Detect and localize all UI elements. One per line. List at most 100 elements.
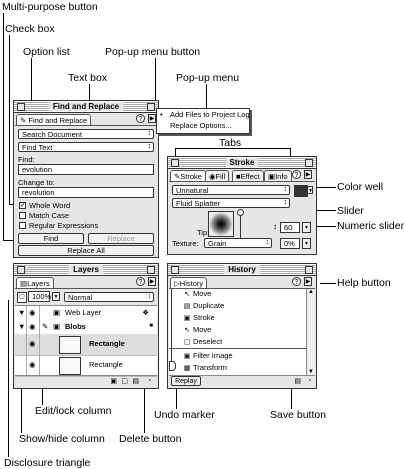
- change-input[interactable]: revolution: [18, 187, 154, 198]
- close-box-icon[interactable]: [171, 159, 179, 167]
- add-mask-icon[interactable]: ▢: [121, 378, 128, 385]
- zoom-box-icon[interactable]: [147, 103, 155, 111]
- history-scrollbar[interactable]: ▲ ▼: [306, 289, 315, 375]
- replay-button[interactable]: Replay: [171, 376, 201, 386]
- numeric-slider-arrow[interactable]: ▼: [302, 222, 311, 233]
- texture-percent-arrow[interactable]: ▼: [302, 238, 311, 249]
- tab-fill[interactable]: ◉Fill: [205, 170, 230, 181]
- scroll-down-icon[interactable]: ▼: [308, 369, 314, 375]
- menu-item-replace-options[interactable]: Replace Options...: [170, 121, 232, 130]
- scroll-up-icon[interactable]: ▲: [308, 289, 314, 295]
- leader-line: [9, 35, 10, 205]
- leader-line: [298, 226, 336, 227]
- eye-icon[interactable]: ◉: [29, 308, 36, 317]
- opacity-input[interactable]: 100%: [28, 291, 51, 302]
- texture-select[interactable]: Grain: [204, 238, 272, 248]
- list-item[interactable]: ◉ Rectangle: [15, 355, 157, 377]
- opacity-arrow[interactable]: ▼: [52, 292, 60, 301]
- list-item[interactable]: ▼ ◉ ✎ ▣ Blobs ■: [15, 320, 157, 335]
- history-step: Move: [193, 325, 212, 334]
- eye-icon[interactable]: ◉: [29, 360, 36, 369]
- menu-item-add-files[interactable]: Add Files to Project Log: [170, 110, 250, 119]
- tab-layers[interactable]: ▤Layers: [16, 277, 54, 288]
- stroke-titlebar[interactable]: Stroke: [168, 157, 316, 169]
- help-button[interactable]: ?: [136, 277, 145, 286]
- layer-thumbnail: [59, 357, 81, 375]
- stroke-type-select[interactable]: Fluid Splatter: [172, 198, 290, 208]
- undo-marker-handle[interactable]: [169, 361, 176, 371]
- list-item[interactable]: ▼ ◉ ▣ Web Layer ❖: [15, 306, 157, 321]
- find-type-select[interactable]: Find Text: [18, 142, 154, 152]
- list-item[interactable]: ▤Duplicate: [181, 301, 225, 311]
- eye-icon[interactable]: ◉: [29, 339, 36, 348]
- popup-menu-button[interactable]: ▶: [148, 277, 156, 286]
- popup-menu-button[interactable]: ▶: [304, 170, 312, 179]
- list-item[interactable]: ▢Deselect: [181, 337, 223, 347]
- disclosure-triangle-icon[interactable]: ▼: [18, 322, 26, 331]
- stroke-category-select[interactable]: Unnatural: [172, 185, 290, 195]
- find-button[interactable]: Find: [18, 233, 84, 244]
- popup-menu-button[interactable]: ▶: [304, 277, 312, 286]
- trash-icon[interactable]: ▫: [148, 377, 151, 384]
- find-replace-titlebar[interactable]: Find and Replace: [14, 101, 158, 113]
- annotation-multi-purpose-button: Multi-purpose button: [2, 1, 98, 13]
- tab-effect[interactable]: ■Effect: [232, 170, 264, 181]
- list-item[interactable]: ↖Move: [181, 325, 211, 335]
- texture-percent-input[interactable]: 0%: [280, 238, 300, 249]
- zoom-box-icon[interactable]: [147, 266, 155, 274]
- close-box-icon[interactable]: [17, 103, 25, 111]
- popup-menu-bullet: •: [160, 110, 163, 119]
- close-box-icon[interactable]: [17, 266, 25, 274]
- tip-slider-handle[interactable]: [237, 209, 244, 216]
- disclosure-triangle-icon[interactable]: ▼: [18, 308, 26, 317]
- whole-word-checkbox[interactable]: ✓: [19, 202, 26, 209]
- match-case-checkbox[interactable]: [19, 212, 26, 219]
- regex-checkbox[interactable]: [19, 222, 26, 229]
- layer-marker-icon: ■: [149, 323, 153, 329]
- tab-find-and-replace[interactable]: ✎ Find and Replace: [16, 114, 92, 125]
- tab-stroke[interactable]: ✎Stroke: [170, 170, 206, 181]
- pencil-icon[interactable]: ✎: [42, 322, 49, 331]
- layers-panel: Layers ▤Layers ? ▶ ▢ 100% ▼ Normal ▼ ◉ ▣…: [13, 263, 159, 389]
- list-item[interactable]: ▣Stroke: [181, 313, 215, 323]
- blend-mode-select[interactable]: Normal: [64, 292, 154, 302]
- tab-history[interactable]: ▷History: [170, 277, 208, 288]
- up-down-arrows-icon[interactable]: ↕: [273, 222, 277, 231]
- help-button[interactable]: ?: [136, 114, 145, 123]
- layers-titlebar[interactable]: Layers: [14, 264, 158, 276]
- arrow-icon: ↖: [184, 291, 190, 298]
- color-well[interactable]: [294, 185, 308, 197]
- trash-icon[interactable]: ▫: [308, 377, 311, 384]
- tip-numeric-input[interactable]: 60: [280, 222, 300, 233]
- layer-name: Rectangle: [89, 339, 125, 348]
- help-button[interactable]: ?: [292, 277, 301, 286]
- list-item[interactable]: ▣Filter Image: [181, 351, 233, 361]
- annotation-disclosure-triangle: Disclosure triangle: [4, 457, 91, 469]
- find-input[interactable]: evolution: [18, 164, 154, 175]
- layer-name: Rectangle: [89, 360, 123, 369]
- replace-button[interactable]: Replace: [88, 233, 154, 244]
- popup-menu-button[interactable]: ▶: [148, 114, 156, 123]
- help-button[interactable]: ?: [292, 170, 301, 179]
- new-layer-icon[interactable]: ▣: [110, 378, 117, 385]
- eye-icon[interactable]: ◉: [29, 322, 36, 331]
- tab-info[interactable]: ▣Info: [264, 170, 292, 181]
- list-item[interactable]: ▦Transform: [181, 363, 227, 373]
- duplicate-icon: ▤: [183, 303, 191, 310]
- tip-slider-track[interactable]: [240, 209, 241, 239]
- list-item[interactable]: ◉ Rectangle: [15, 334, 157, 356]
- search-scope-select[interactable]: Search Document: [18, 129, 154, 139]
- history-titlebar[interactable]: History: [168, 264, 316, 276]
- replace-all-button[interactable]: Replace All: [18, 245, 154, 256]
- history-step: Filter Image: [193, 351, 233, 360]
- change-label: Change to:: [18, 178, 55, 187]
- opacity-lock-icon[interactable]: ▢: [17, 292, 27, 303]
- tab-label: Info: [275, 172, 288, 181]
- color-well-arrow[interactable]: ▼: [307, 186, 313, 194]
- close-box-icon[interactable]: [171, 266, 179, 274]
- zoom-box-icon[interactable]: [305, 159, 313, 167]
- list-item[interactable]: ↖Move: [181, 289, 211, 299]
- save-icon[interactable]: ▤: [294, 378, 301, 385]
- zoom-box-icon[interactable]: [305, 266, 313, 274]
- duplicate-icon[interactable]: ▤: [132, 378, 139, 385]
